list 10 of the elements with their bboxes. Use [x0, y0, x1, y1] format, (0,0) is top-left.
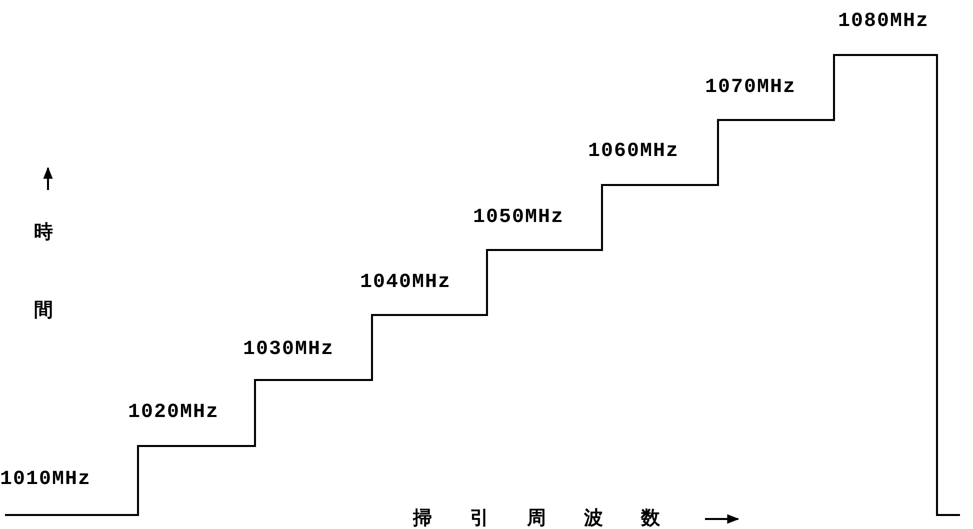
frequency-label: 1080MHz [838, 12, 930, 32]
frequency-label: 1010MHz [0, 470, 92, 490]
frequency-label: 1060MHz [588, 142, 680, 162]
frequency-label: 1050MHz [473, 208, 564, 228]
frequency-label: 1040MHz [360, 273, 452, 293]
axis-label: 掃引周波数 [413, 509, 698, 528]
frequency-label: 1020MHz [128, 403, 220, 423]
frequency-label: 1030MHz [243, 340, 334, 360]
frequency-label: 1070MHz [705, 78, 796, 98]
axis-label: 時間 [34, 205, 53, 365]
